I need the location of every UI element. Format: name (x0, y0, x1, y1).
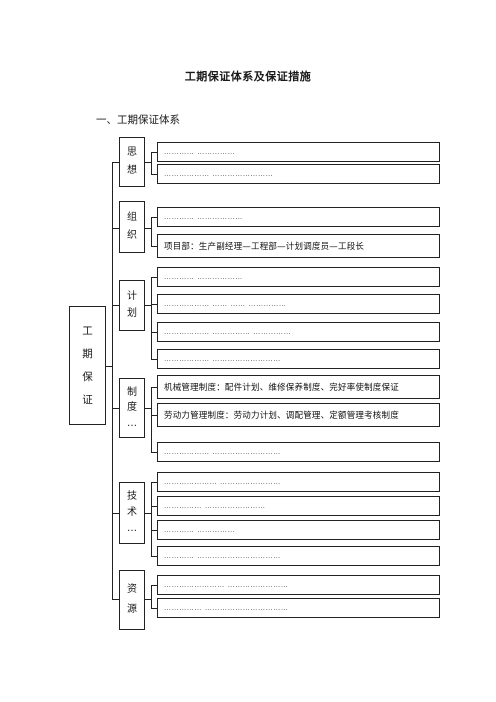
item-system-3: ……………… ……………………… (157, 442, 440, 462)
connector (151, 452, 157, 453)
connector (145, 228, 151, 229)
root-char: 保 (82, 370, 93, 383)
connector (112, 599, 119, 600)
category-thought: 思 想 (119, 137, 145, 187)
root-char: 期 (82, 347, 93, 360)
category-char: … (127, 417, 137, 429)
root-char: 工 (82, 324, 93, 337)
branch-line (151, 277, 152, 359)
item-technology-3: ………… …………… (157, 520, 440, 540)
connector (112, 408, 119, 409)
category-char: … (127, 523, 137, 534)
connector (145, 162, 151, 163)
item-plan-2: ……………… …… …… …………… (157, 294, 440, 314)
connector (145, 408, 151, 409)
category-char: 技 (127, 491, 137, 502)
connector (151, 506, 157, 507)
item-technology-4: ………… …………………………… (157, 546, 440, 566)
connector (151, 608, 157, 609)
connector (151, 556, 157, 557)
category-char: 织 (127, 230, 137, 241)
connector (151, 415, 157, 416)
connector (151, 585, 157, 586)
connector (112, 228, 119, 229)
category-organization: 组 织 (119, 201, 145, 253)
branch-line (151, 585, 152, 608)
connector (151, 387, 157, 388)
connector (151, 304, 157, 305)
category-char: 术 (127, 507, 137, 518)
item-resources-1: …………………… …………………… (157, 575, 440, 595)
item-technology-1: ………………… …………………… (157, 472, 440, 492)
item-plan-4: ……………… ……………………… (157, 349, 440, 369)
item-plan-3: ……………… …………… …………… (157, 322, 440, 342)
item-plan-1: ………… ……………… (157, 267, 440, 287)
branch-line (151, 217, 152, 246)
section-heading: 一、工期保证体系 (96, 114, 180, 126)
connector (145, 513, 151, 514)
branch-line (151, 387, 152, 452)
connector (151, 152, 157, 153)
connector (151, 530, 157, 531)
category-char: 思 (127, 147, 137, 159)
category-char: 想 (127, 164, 137, 176)
connector (112, 513, 119, 514)
connector (151, 246, 157, 247)
item-system-labor: 劳动力管理制度：劳动力计划、调配管理、定额管理考核制度 (157, 403, 440, 427)
connector (151, 217, 157, 218)
connector (112, 162, 119, 163)
root-box-schedule-guarantee: 工 期 保 证 (69, 306, 106, 425)
item-organization-1: ………… ……………… (157, 207, 440, 227)
category-char: 度 (127, 402, 137, 413)
category-char: 制 (127, 386, 137, 398)
item-system-machinery: 机械管理制度：配件计划、维修保养制度、完好率使制度保证 (157, 375, 440, 399)
branch-line (151, 482, 152, 556)
trunk-line (112, 162, 113, 599)
item-thought-1: ………… …………… (157, 142, 440, 162)
category-plan: 计 划 (119, 280, 145, 331)
item-thought-2: ……………… …………………… (157, 164, 440, 184)
page-title: 工期保证体系及保证措施 (184, 70, 312, 83)
category-resources: 资 源 (119, 570, 145, 630)
connector (145, 305, 151, 306)
connector (151, 174, 157, 175)
category-char: 计 (127, 290, 137, 302)
category-system: 制 度 … (119, 378, 145, 438)
connector-root-to-trunk (106, 366, 112, 367)
connector (151, 332, 157, 333)
category-char: 源 (127, 604, 137, 616)
branch-line (151, 152, 152, 174)
category-char: 划 (127, 308, 137, 320)
connector (151, 277, 157, 278)
connector (145, 599, 151, 600)
item-organization-2: 项目部：生产副经理—工程部—计划调度员—工段长 (157, 234, 440, 258)
connector (151, 482, 157, 483)
item-resources-2: …………… …………………………… (157, 598, 440, 618)
category-technology: 技 术 … (119, 482, 145, 544)
category-char: 组 (127, 212, 137, 223)
category-char: 资 (127, 583, 137, 595)
item-technology-2: …………… …………………… (157, 496, 440, 516)
root-char: 证 (82, 393, 93, 406)
connector (112, 305, 119, 306)
connector (151, 359, 157, 360)
